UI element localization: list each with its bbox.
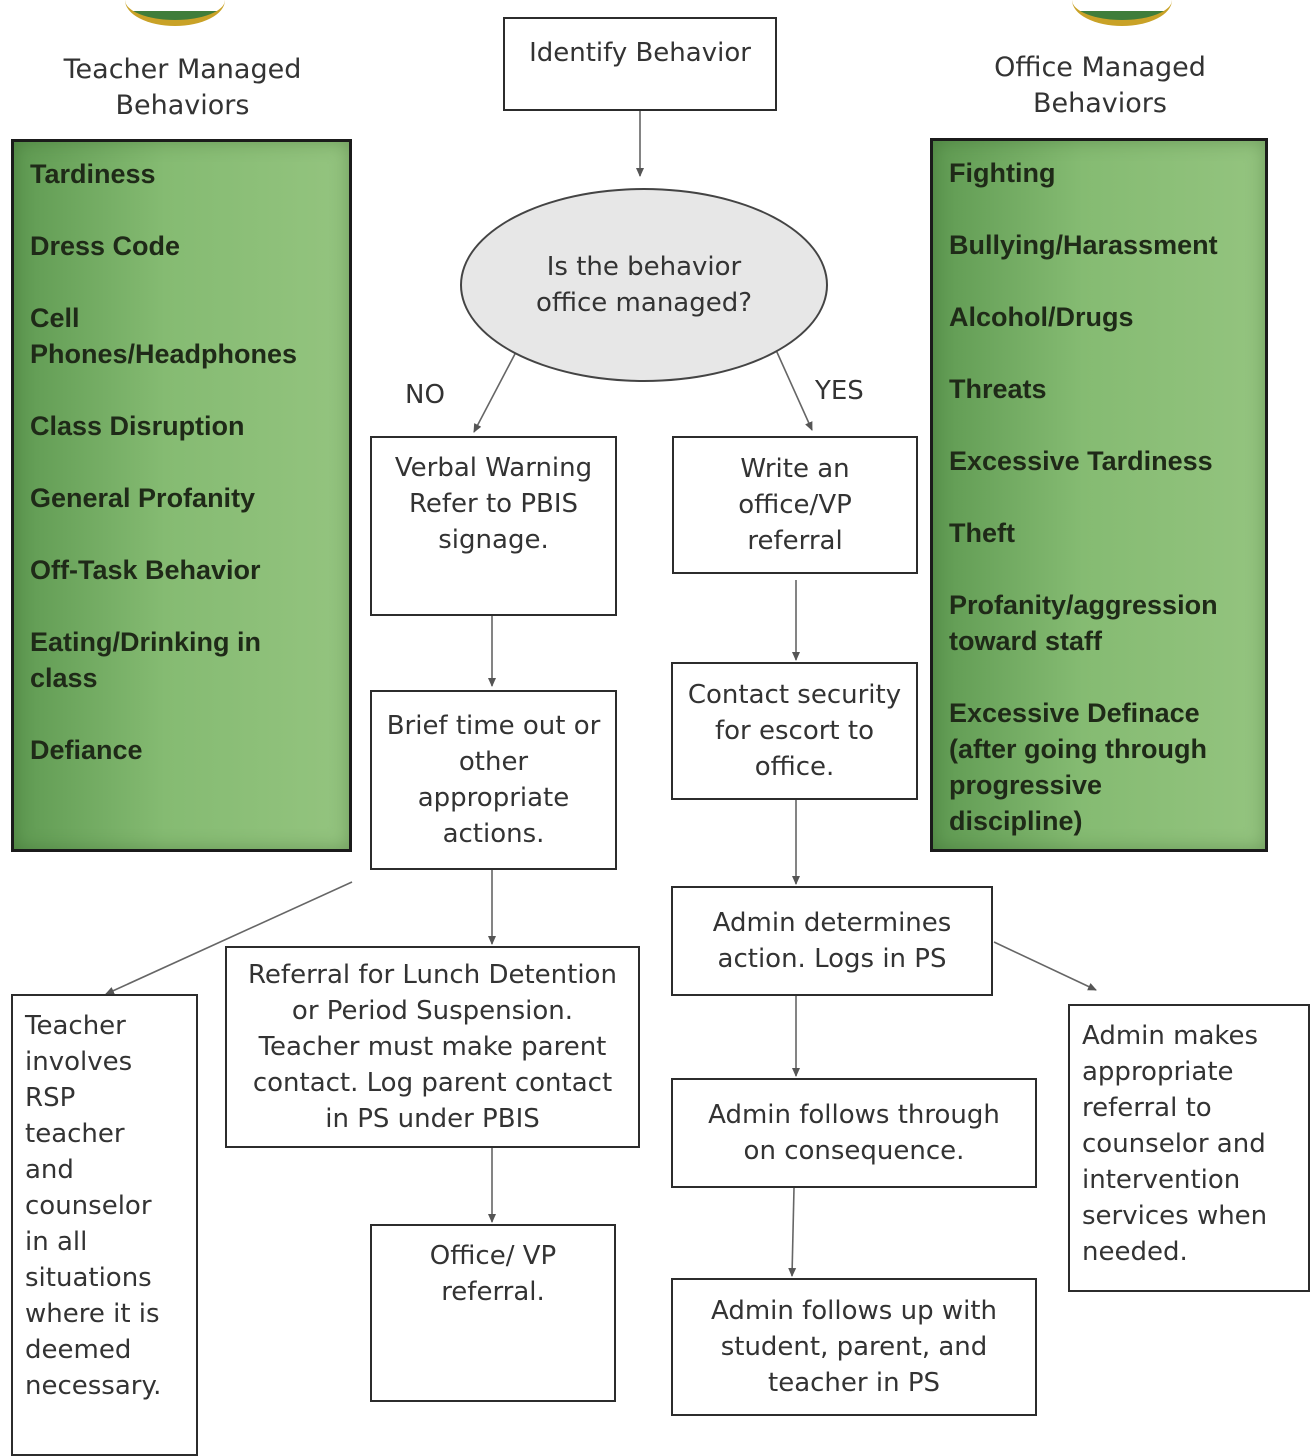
admin-follows-up-box: Admin follows up with student, parent, a… bbox=[671, 1278, 1037, 1416]
lunch-detention-box: Referral for Lunch Detention or Period S… bbox=[225, 946, 640, 1148]
arrow-admin-determines-to-referral bbox=[993, 941, 1097, 991]
behavior-item: Eating/Drinking in class bbox=[30, 627, 262, 693]
admin-follows-through-box: Admin follows through on consequence. bbox=[671, 1078, 1037, 1188]
behavior-item: Tardiness bbox=[30, 159, 156, 189]
behavior-item: Defiance bbox=[30, 735, 143, 765]
arrow-decision-yes bbox=[775, 349, 813, 431]
verbal-warning-box: Verbal Warning Refer to PBIS signage. bbox=[370, 436, 617, 616]
identify-behavior-box: Identify Behavior bbox=[503, 17, 777, 111]
behavior-item: Fighting bbox=[949, 158, 1056, 188]
behavior-item: Class Disruption bbox=[30, 411, 245, 441]
teacher-involves-box: Teacher involves RSP teacher and counsel… bbox=[11, 994, 198, 1456]
brief-timeout-box: Brief time out or other appropriate acti… bbox=[370, 690, 617, 870]
behavior-item: Threats bbox=[949, 374, 1047, 404]
contact-security-box: Contact security for escort to office. bbox=[671, 662, 918, 800]
arrow-follows-through-to-follows-up bbox=[788, 1187, 797, 1277]
no-branch-label: NO bbox=[405, 380, 445, 410]
behavior-item: Bullying/Harassment bbox=[949, 230, 1218, 260]
behavior-item: General Profanity bbox=[30, 483, 256, 513]
behavior-item: Profanity/aggression toward staff bbox=[949, 590, 1218, 656]
yes-branch-label: YES bbox=[815, 376, 864, 406]
behavior-item: Off-Task Behavior bbox=[30, 555, 261, 585]
teacher-managed-title: Teacher Managed Behaviors bbox=[63, 54, 302, 121]
behavior-item: Alcohol/Drugs bbox=[949, 302, 1134, 332]
arrow-timeout-to-teacher-involves bbox=[105, 881, 353, 995]
teacher-managed-behaviors-panel: Tardiness Dress Code Cell Phones/Headpho… bbox=[11, 139, 352, 852]
behavior-item: Excessive Tardiness bbox=[949, 446, 1213, 476]
behavior-item: Cell Phones/Headphones bbox=[30, 303, 298, 369]
write-referral-box: Write an office/VP referral bbox=[672, 436, 918, 574]
behavior-item: Dress Code bbox=[30, 231, 181, 261]
arrow-decision-no bbox=[473, 351, 517, 433]
office-managed-behaviors-panel: Fighting Bullying/Harassment Alcohol/Dru… bbox=[930, 138, 1268, 852]
behavior-item: Theft bbox=[949, 518, 1015, 548]
office-vp-referral-box: Office/ VP referral. bbox=[370, 1224, 616, 1402]
office-managed-decision: Is the behavior office managed? bbox=[460, 188, 828, 382]
office-managed-title: Office Managed Behaviors bbox=[994, 52, 1206, 119]
behavior-item: Excessive Definace (after going through … bbox=[949, 698, 1207, 836]
admin-determines-box: Admin determines action. Logs in PS bbox=[671, 886, 993, 996]
admin-makes-referral-box: Admin makes appropriate referral to coun… bbox=[1068, 1004, 1310, 1292]
